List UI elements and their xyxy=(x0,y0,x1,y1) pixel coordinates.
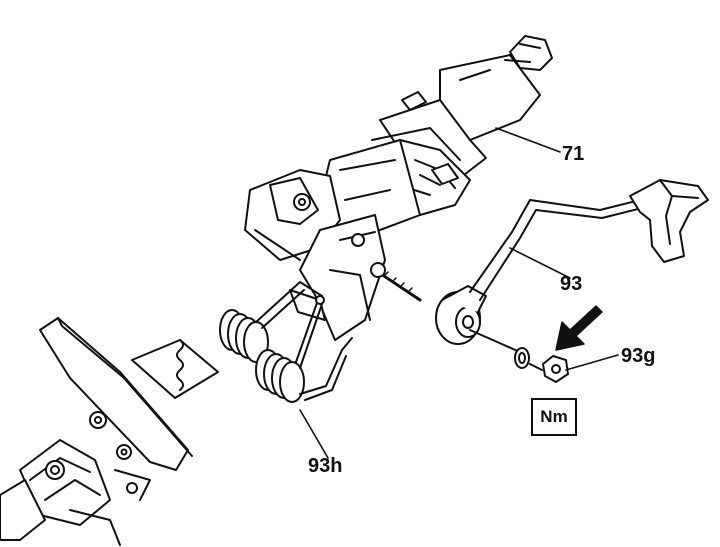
label-93: 93 xyxy=(560,273,583,295)
torque-arrow-icon xyxy=(555,305,603,351)
washer-and-nut xyxy=(469,329,569,383)
torque-spec-label: Nm xyxy=(540,407,568,426)
intermediate-shaft xyxy=(0,317,219,546)
label-93h: 93h xyxy=(308,455,343,477)
label-93g: 93g xyxy=(621,345,656,367)
torque-spec-box: Nm xyxy=(531,398,577,436)
tilt-lever xyxy=(435,179,709,345)
tension-springs xyxy=(219,281,353,403)
leader-lines xyxy=(299,127,619,459)
label-71: 71 xyxy=(562,143,585,165)
column-housing xyxy=(244,35,553,341)
